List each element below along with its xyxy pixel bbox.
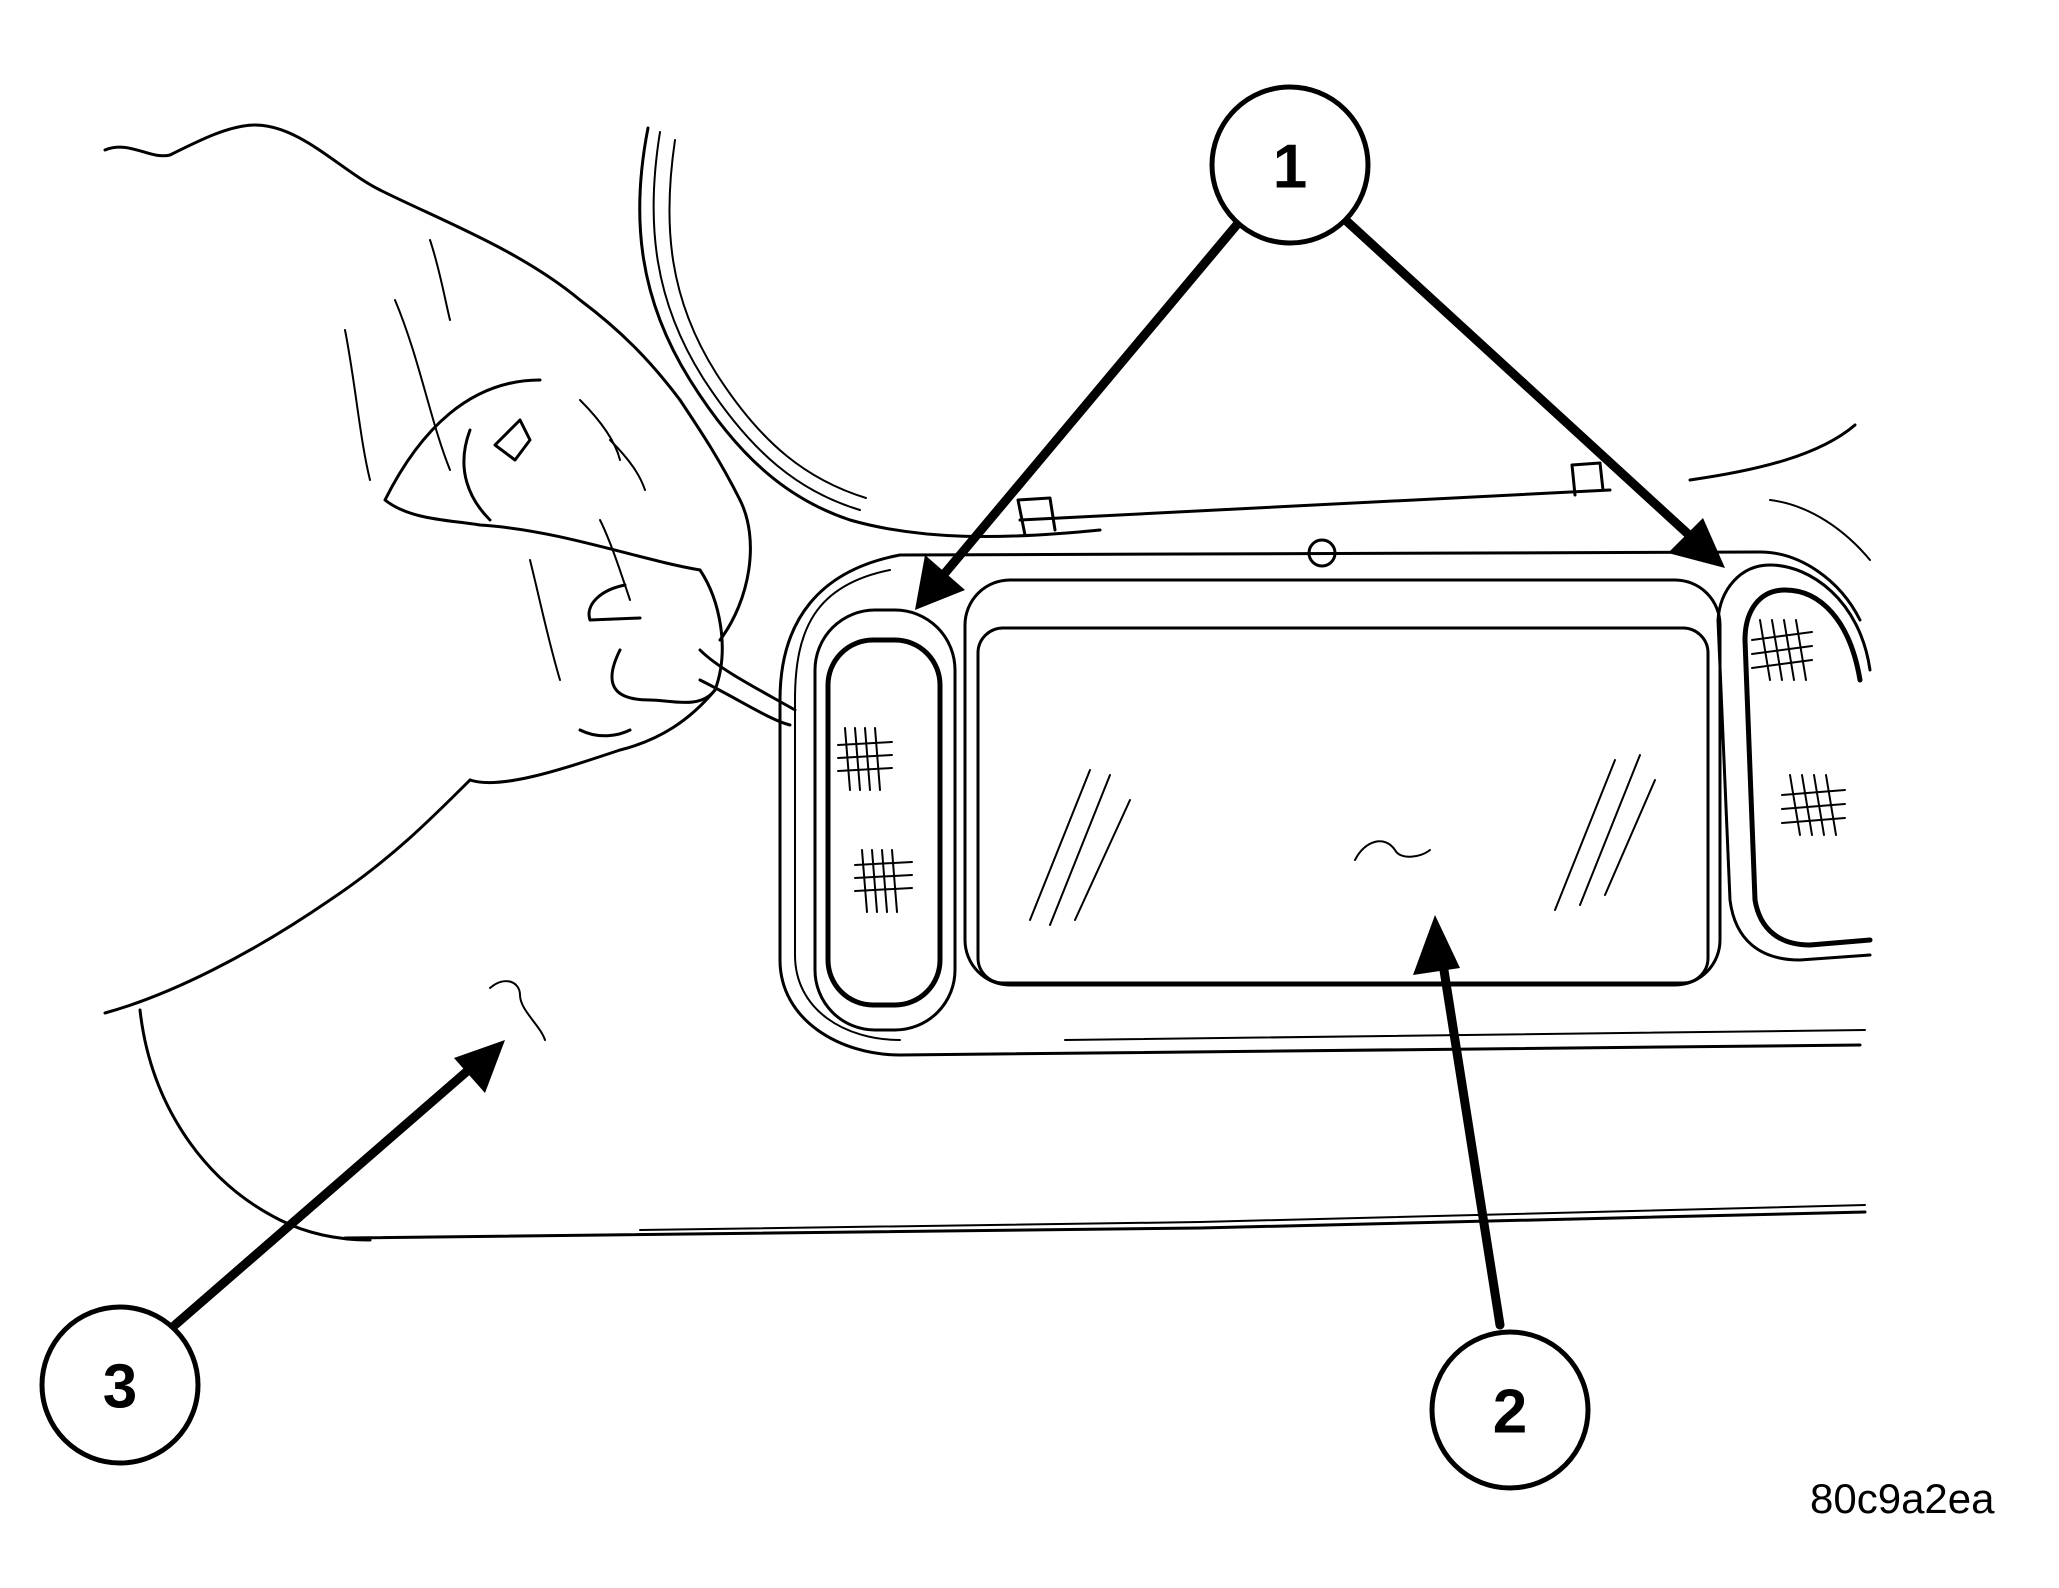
- lamp-lens-texture-right-bottom: [1781, 774, 1846, 836]
- headliner: [103, 778, 1867, 1242]
- lamp-lens-texture-right-top: [1751, 619, 1813, 681]
- console-center-panel: [963, 578, 1722, 987]
- arrow-1-right-head: [1668, 518, 1725, 568]
- center-panel-material-mark: [1354, 840, 1431, 861]
- reading-lamp-left: [813, 608, 957, 1032]
- callout-1: 1: [1209, 84, 1371, 246]
- arrow-3: [170, 1055, 485, 1330]
- arrow-2: [1435, 940, 1505, 1330]
- arrow-1-right: [1335, 210, 1705, 550]
- hand: [103, 123, 797, 785]
- arrow-3-head: [454, 1040, 505, 1093]
- overhead-console: [778, 461, 1873, 1057]
- arrow-1-left: [930, 210, 1250, 590]
- callout-3: 3: [39, 1304, 201, 1466]
- arrow-1-left-head: [915, 555, 965, 610]
- windshield-frame: [638, 126, 1871, 561]
- figure-id: 80c9a2ea: [1810, 1475, 1995, 1522]
- callout-2-label: 2: [1493, 1378, 1527, 1447]
- lamp-lens-texture-left-top: [837, 727, 893, 791]
- callout-2: 2: [1429, 1329, 1591, 1491]
- callout-arrows: [170, 210, 1725, 1330]
- arrow-2-head: [1413, 915, 1460, 975]
- callout-3-label: 3: [103, 1353, 137, 1422]
- lamp-lens-texture-left-bottom: [854, 849, 913, 913]
- callout-1-label: 1: [1273, 133, 1307, 202]
- reading-lamp-right: [1716, 563, 1873, 962]
- headliner-material-mark: [489, 980, 546, 1041]
